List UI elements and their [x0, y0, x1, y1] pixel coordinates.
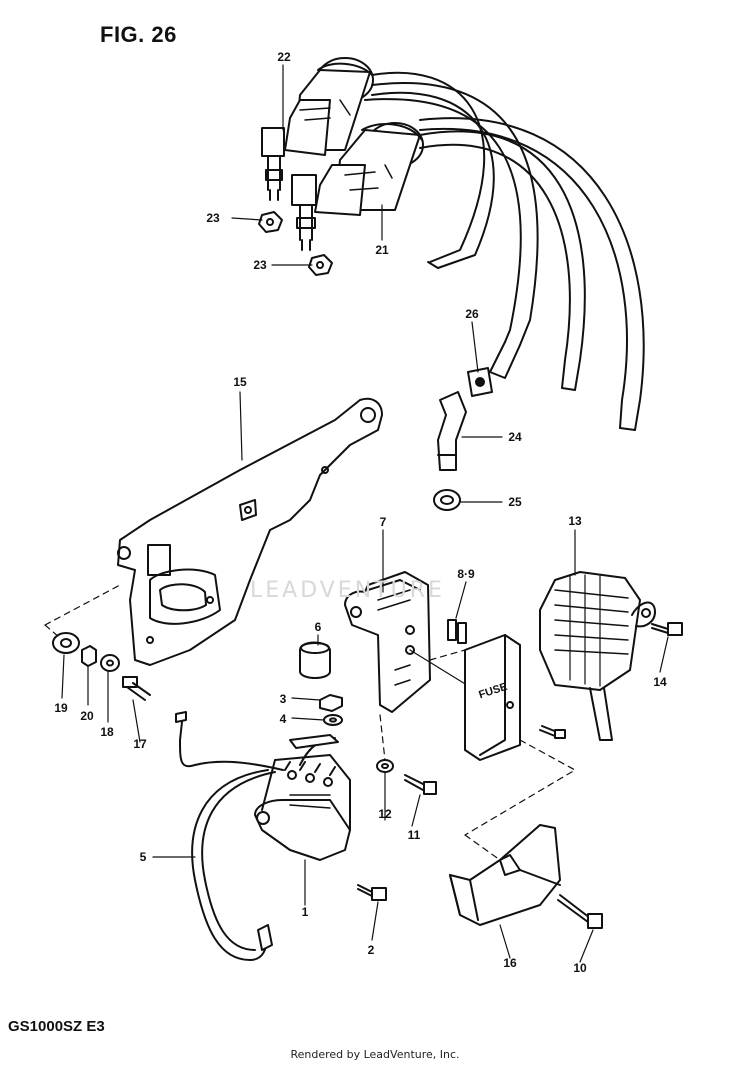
callout-3: 3 [279, 692, 287, 706]
nut-19 [52, 632, 80, 654]
callout-25: 25 [508, 495, 522, 509]
screw-10 [557, 894, 603, 929]
callout-2: 2 [367, 943, 375, 957]
bracket-15 [117, 397, 383, 666]
nut-3 [319, 694, 343, 712]
plug-cap-26 [467, 367, 493, 397]
callout-19: 19 [54, 701, 68, 715]
ignition-coil-21 [291, 122, 424, 251]
callout-11: 11 [407, 828, 421, 842]
plug-boot-24 [437, 391, 467, 471]
callout-23-upper: 23 [206, 211, 220, 225]
callout-4: 4 [279, 712, 287, 726]
leader-lines [61, 64, 669, 963]
callout-24: 24 [508, 430, 522, 444]
starter-relay-1 [254, 754, 351, 861]
callout-5: 5 [139, 850, 147, 864]
callout-7: 7 [379, 515, 387, 529]
spacer-20 [81, 645, 97, 667]
bolt-17 [122, 676, 151, 701]
fuse-cover [464, 634, 521, 761]
assembly-lines [44, 584, 576, 861]
callout-6: 6 [314, 620, 322, 634]
callout-26: 26 [465, 307, 479, 321]
screw-2 [357, 884, 387, 901]
ignition-coil-22 [261, 57, 374, 201]
fuses-8-9 [447, 619, 467, 644]
callout-20: 20 [80, 709, 94, 723]
washer-4 [323, 714, 343, 726]
washer-12 [376, 759, 394, 773]
terminal-cap-6 [299, 641, 331, 679]
bolt-11 [404, 774, 437, 795]
callout-14: 14 [653, 675, 667, 689]
callout-17: 17 [133, 737, 147, 751]
callout-16: 16 [503, 956, 517, 970]
callout-23-lower: 23 [253, 258, 267, 272]
nut-23-upper [258, 211, 283, 233]
callout-15: 15 [233, 375, 247, 389]
callout-10: 10 [573, 961, 587, 975]
callout-21: 21 [375, 243, 389, 257]
callout-8-9: 8·9 [457, 567, 475, 581]
figure-title: FIG. 26 [100, 22, 177, 47]
battery-lead-5 [191, 769, 276, 961]
model-code: GS1000SZ E3 [8, 1018, 105, 1035]
ignitor-unit-7 [344, 571, 476, 713]
callout-13: 13 [568, 514, 582, 528]
watermark: LEADVENTURE [250, 578, 445, 603]
footer-credit: Rendered by LeadVenture, Inc. [290, 1048, 460, 1061]
washer-18 [100, 654, 120, 672]
nut-23-lower [308, 254, 333, 276]
cover-16 [449, 824, 561, 926]
screw-14 [651, 622, 683, 636]
relay-lead-wire [175, 711, 339, 771]
rubber-seal-25 [433, 489, 461, 511]
callout-22: 22 [277, 50, 291, 64]
regulator-rectifier-13 [539, 571, 656, 741]
screw-near-fuse-cover [539, 725, 566, 739]
high-tension-leads [364, 71, 645, 431]
callout-1: 1 [301, 905, 309, 919]
callout-12: 12 [378, 807, 392, 821]
callout-18: 18 [100, 725, 114, 739]
